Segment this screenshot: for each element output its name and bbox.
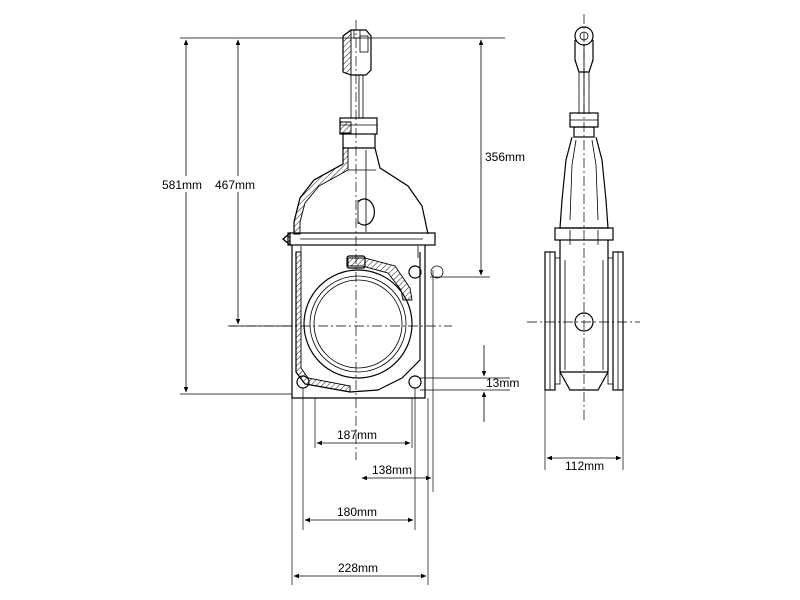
side-view — [527, 14, 640, 420]
gland-nut — [339, 117, 378, 149]
bonnet — [282, 147, 436, 247]
dim-label-flange-width: 228mm — [338, 561, 378, 575]
dim-label-half-width: 138mm — [372, 463, 412, 477]
dim-label-face-to-face: 112mm — [565, 459, 604, 473]
dim-label-bolt-circle: 187mm — [337, 428, 377, 442]
dimension-lines — [180, 37, 624, 585]
dim-label-overall-height: 581mm — [162, 178, 202, 192]
dim-label-stem-height: 356mm — [485, 150, 525, 164]
side-body — [544, 240, 624, 391]
stem-eye — [342, 29, 372, 118]
dim-label-flange-thickness: 13mm — [486, 376, 519, 390]
valve-body — [291, 245, 444, 399]
dim-label-bore-span: 180mm — [337, 505, 377, 519]
front-view — [228, 20, 452, 460]
dim-label-centre-to-top: 467mm — [215, 178, 255, 192]
